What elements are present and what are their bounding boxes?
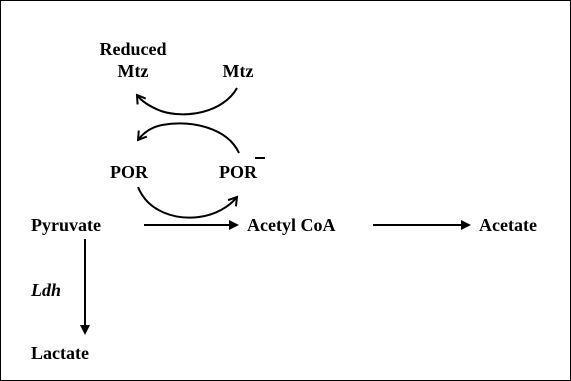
node-por: POR — [110, 162, 149, 182]
node-acetyl-coa: Acetyl CoA — [247, 215, 335, 235]
node-reduced-mtz-line2: Mtz — [118, 61, 149, 81]
mtz-reduction-arrow — [135, 87, 238, 116]
node-acetate: Acetate — [479, 215, 537, 235]
node-mtz: Mtz — [223, 61, 254, 81]
edge-label-ldh: Ldh — [30, 280, 61, 300]
node-reduced-mtz-line1: Reduced — [100, 39, 167, 59]
por-oxidation-arrow — [136, 122, 240, 154]
node-lactate: Lactate — [31, 343, 89, 363]
node-por-reduced: POR — [219, 162, 258, 182]
node-pyruvate: Pyruvate — [31, 215, 101, 235]
por-reduction-arrow — [137, 186, 239, 219]
